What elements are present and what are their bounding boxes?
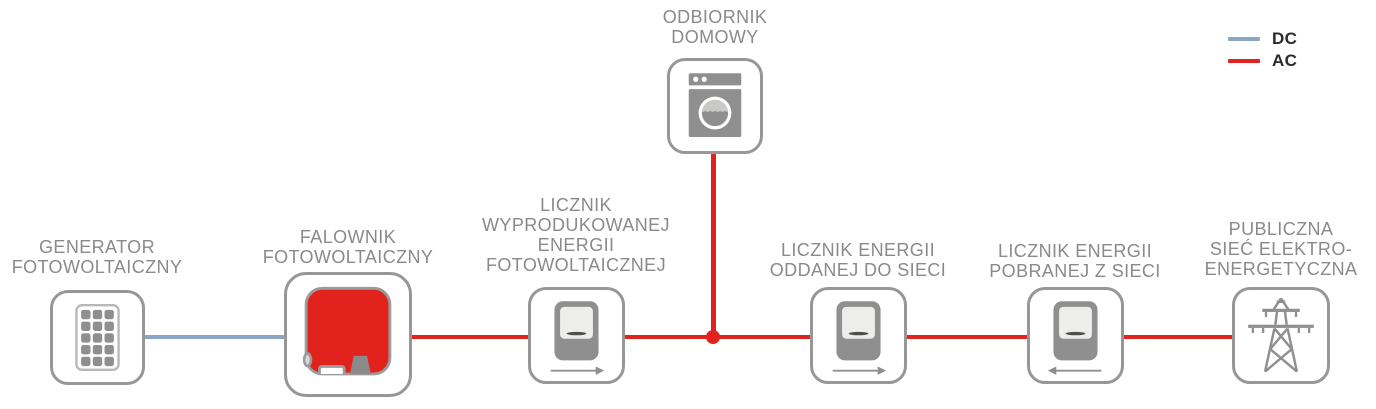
node-label-licznik-pobranej: LICZNIK ENERGII POBRANEJ Z SIECI <box>989 241 1161 281</box>
node-licznik-energii-oddanej <box>810 287 907 384</box>
node-odbiornik-domowy <box>667 58 763 154</box>
node-publiczna-siec-elektroenergetyczna <box>1232 287 1330 384</box>
node-licznik-energii-pobranej <box>1027 287 1124 384</box>
node-licznik-wyprodukowanej-energii <box>528 287 625 384</box>
node-label-odbiornik: ODBIORNIK DOMOWY <box>662 7 768 47</box>
node-label-licznik-oddanej: LICZNIK ENERGII ODDANEJ DO SIECI <box>769 240 947 280</box>
node-falownik-fotowoltaiczny <box>284 272 412 397</box>
legend: DC AC <box>1228 28 1297 72</box>
power-pylon-icon <box>1248 297 1314 373</box>
legend-label-ac: AC <box>1272 51 1298 70</box>
energy-meter-icon <box>832 301 887 375</box>
node-label-falownik: FALOWNIK FOTOWOLTAICZNY <box>262 227 434 267</box>
legend-label-dc: DC <box>1272 29 1298 48</box>
solar-panel-icon <box>75 304 120 371</box>
ac-connection-line-vertical <box>711 152 716 338</box>
node-label-licznik-wyprodukowanej: LICZNIK WYPRODUKOWANEJ ENERGII FOTOWOLTA… <box>482 195 670 275</box>
junction-dot <box>706 330 720 344</box>
ac-connection-line <box>410 335 530 339</box>
inverter-icon <box>302 286 392 376</box>
arrow-right-icon <box>550 366 605 375</box>
ac-connection-line <box>905 335 1029 339</box>
energy-meter-icon <box>1047 301 1102 375</box>
node-generator-fotowoltaiczny <box>50 290 145 385</box>
ac-line-swatch <box>1228 58 1260 64</box>
energy-meter-icon <box>550 301 605 375</box>
dc-connection-line <box>145 335 286 339</box>
legend-item-dc: DC <box>1228 28 1297 50</box>
dc-line-swatch <box>1228 36 1260 42</box>
legend-item-ac: AC <box>1228 50 1297 72</box>
ac-connection-line <box>1122 335 1234 339</box>
washing-machine-icon <box>688 73 742 137</box>
arrow-right-icon <box>832 366 887 375</box>
node-label-generator: GENERATOR FOTOWOLTAICZNY <box>11 237 183 277</box>
node-label-publiczna-siec: PUBLICZNA SIEĆ ELEKTRO- ENERGETYCZNA <box>1204 219 1358 279</box>
arrow-left-icon <box>1047 366 1102 375</box>
